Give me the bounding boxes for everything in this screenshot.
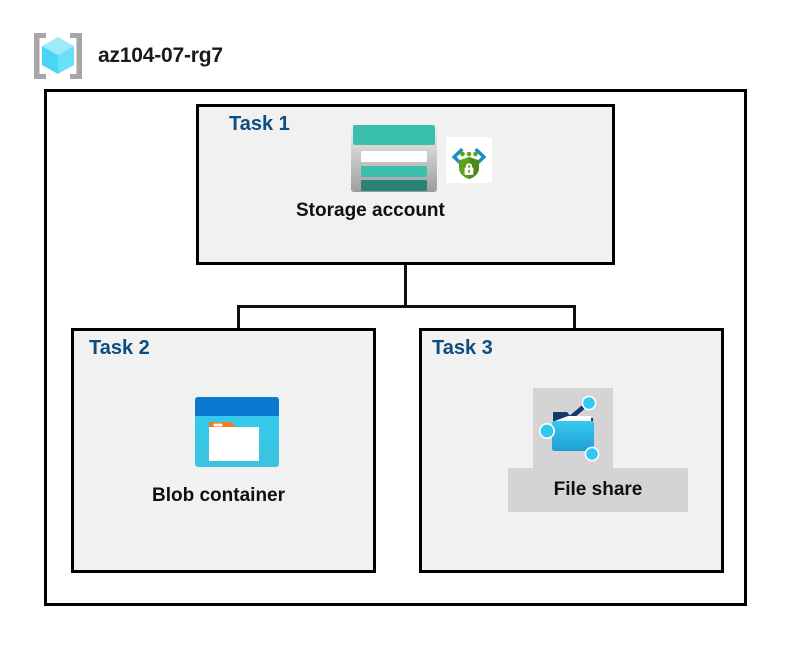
task-3-label: Task 3	[432, 337, 493, 359]
blob-container-icon	[194, 396, 280, 468]
storage-account-icon	[350, 123, 438, 193]
resource-group-cube-icon	[34, 33, 82, 79]
blob-container-caption: Blob container	[152, 485, 286, 506]
connector-storage-to-bus	[404, 229, 407, 307]
file-share-folder-icon	[535, 390, 611, 466]
file-share-caption-highlight	[508, 468, 688, 512]
key-vault-security-icon	[446, 137, 492, 183]
resource-group-header: az104-07-rg7	[30, 26, 330, 86]
task-1-label: Task 1	[229, 113, 290, 135]
task-2-label: Task 2	[89, 337, 150, 359]
file-share-caption: File share	[553, 479, 643, 500]
resource-group-name: az104-07-rg7	[98, 44, 223, 67]
connector-horizontal-bus	[237, 305, 576, 308]
storage-account-caption: Storage account	[296, 200, 445, 221]
